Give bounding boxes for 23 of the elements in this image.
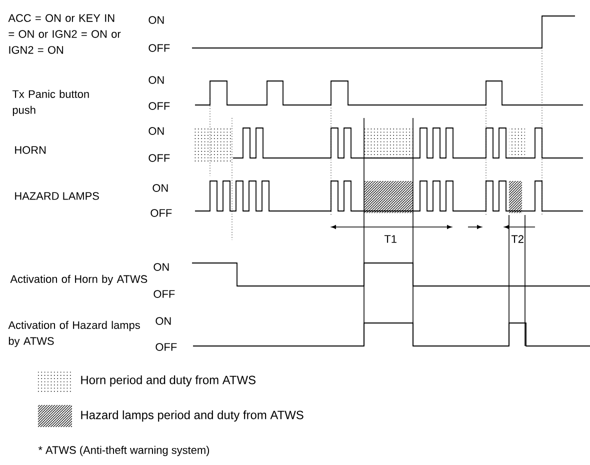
signal-label: Tx Panic button push <box>12 90 89 116</box>
signal-label: ON <box>156 317 171 325</box>
signal-label: ON <box>152 184 168 192</box>
signal-label: OFF <box>156 343 177 351</box>
signal-label: OFF <box>148 154 170 162</box>
legend-label: Hazard lamps period and duty from ATWS <box>81 410 304 422</box>
signal-label: ON <box>154 263 169 271</box>
signal-label: OFF <box>150 209 172 217</box>
signal-label: Activation of Hazard lamps by ATWS <box>8 320 140 348</box>
signal-label: T2 <box>511 235 524 243</box>
signal-label: T1 <box>384 235 396 243</box>
signal-label: HORN <box>15 146 46 154</box>
signal-label: OFF <box>148 102 170 110</box>
signal-label: ACC = ON or KEY IN = ON or IGN2 = ON or IGN2 = ON <box>8 14 121 54</box>
signal-label: OFF <box>154 290 175 298</box>
signal-label: HAZARD LAMPS <box>15 192 99 200</box>
signal-label: * ATWS (Anti-theft warning system) <box>38 446 210 456</box>
signal-label: ON <box>148 16 164 24</box>
signal-label: Activation of Horn by ATWS <box>10 274 148 286</box>
signal-label: ON <box>148 127 164 135</box>
legend-label: Horn period and duty from ATWS <box>81 375 256 387</box>
signal-label: OFF <box>148 44 170 52</box>
signal-label: ON <box>148 76 164 84</box>
